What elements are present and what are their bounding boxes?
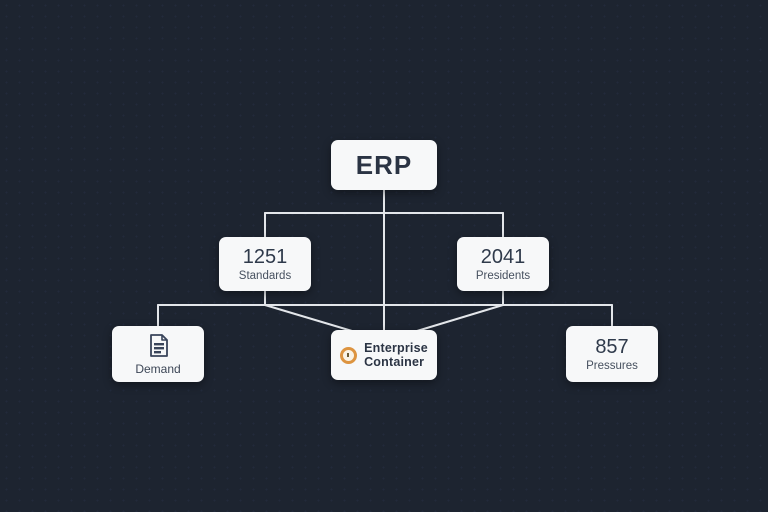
node-pressures: 857 Pressures <box>566 326 658 382</box>
node-standards-value: 1251 <box>242 246 288 268</box>
node-enterprise-label: Enterprise Container <box>364 340 428 369</box>
node-demand-label: Demand <box>135 362 181 376</box>
node-standards: 1251 Standards <box>219 237 311 291</box>
orange-ring-icon <box>340 346 358 364</box>
node-erp: ERP <box>331 140 437 190</box>
node-presidents-value: 2041 <box>480 246 526 268</box>
node-presidents: 2041 Presidents <box>457 237 549 291</box>
node-pressures-value: 857 <box>595 336 629 358</box>
node-erp-label: ERP <box>355 149 413 180</box>
node-enterprise: Enterprise Container <box>331 330 437 380</box>
document-icon <box>149 334 168 357</box>
node-standards-label: Standards <box>238 270 292 282</box>
node-presidents-label: Presidents <box>475 270 531 282</box>
node-demand: Demand <box>112 326 204 382</box>
node-pressures-label: Pressures <box>586 360 638 372</box>
